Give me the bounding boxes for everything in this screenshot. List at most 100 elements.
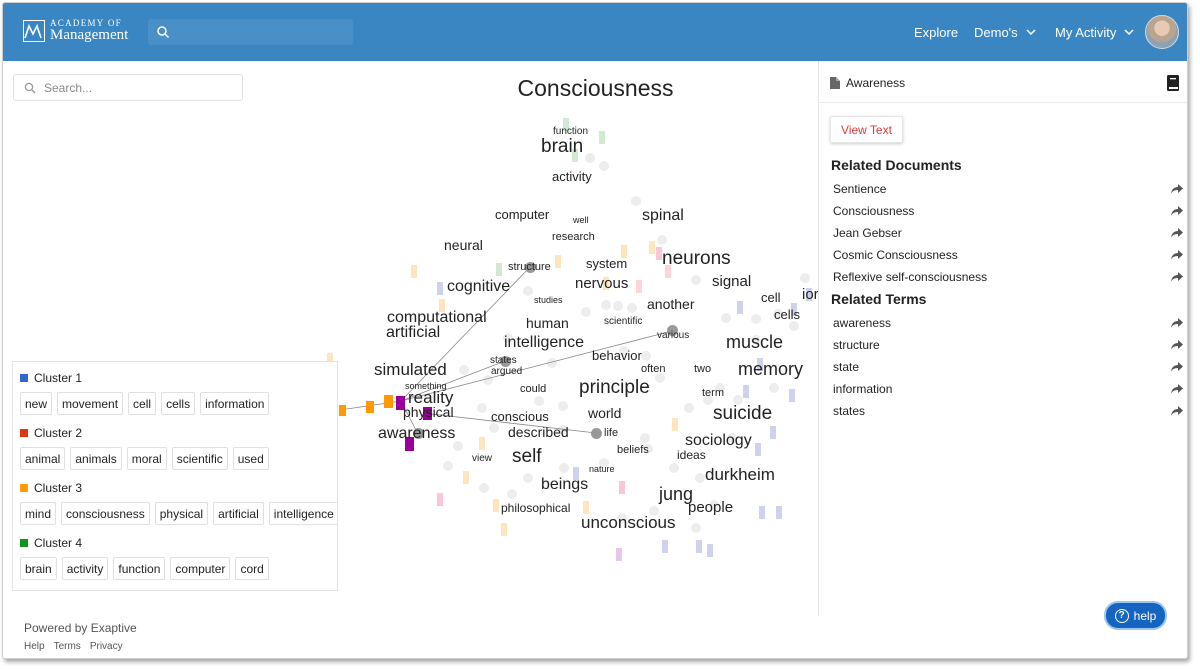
term-word[interactable]: something — [405, 381, 447, 391]
term-word[interactable]: term — [702, 387, 724, 399]
term-word[interactable]: cells — [774, 307, 801, 322]
cluster-purple-marker[interactable] — [405, 437, 414, 451]
term-word[interactable]: simulated — [374, 360, 447, 379]
term-word[interactable]: intelligence — [504, 334, 585, 351]
cluster-term-chip[interactable]: computer — [170, 557, 231, 580]
term-word[interactable]: reality — [408, 388, 454, 407]
term-word[interactable]: neural — [444, 237, 483, 253]
cluster-term-chip[interactable]: new — [20, 392, 53, 415]
related-term-item[interactable]: information — [833, 379, 1183, 399]
term-word[interactable]: computational — [387, 309, 487, 326]
term-word[interactable]: self — [512, 446, 542, 467]
term-word[interactable]: brain — [541, 136, 584, 157]
term-word[interactable]: muscle — [726, 332, 784, 352]
cluster-4-header[interactable]: Cluster 4 — [20, 536, 82, 550]
term-word[interactable]: ideas — [677, 448, 706, 462]
cluster3-marker[interactable] — [366, 401, 374, 413]
cluster-term-chip[interactable]: physical — [154, 502, 209, 525]
term-word[interactable]: cognitive — [447, 278, 511, 295]
term-word[interactable]: behavior — [592, 348, 642, 363]
cluster-term-chip[interactable]: movement — [57, 392, 124, 415]
term-word[interactable]: spinal — [642, 207, 684, 224]
footer-help-link[interactable]: Help — [24, 641, 45, 652]
term-word[interactable]: another — [647, 296, 695, 312]
term-word[interactable]: states — [490, 355, 517, 366]
node-states[interactable] — [500, 356, 511, 367]
term-word[interactable]: human — [526, 315, 569, 331]
term-word[interactable]: view — [472, 453, 493, 464]
cluster-2-header[interactable]: Cluster 2 — [20, 426, 82, 440]
term-word[interactable]: philosophical — [501, 501, 571, 515]
book-icon[interactable] — [1166, 75, 1180, 96]
term-word[interactable]: described — [508, 424, 569, 440]
share-arrow-icon[interactable] — [1171, 250, 1183, 260]
term-word[interactable]: system — [586, 256, 628, 271]
term-word[interactable]: physical — [403, 404, 454, 420]
share-arrow-icon[interactable] — [1171, 184, 1183, 194]
term-word[interactable]: people — [688, 499, 734, 516]
term-word[interactable]: conscious — [491, 409, 549, 424]
node-life[interactable] — [591, 428, 602, 439]
share-arrow-icon[interactable] — [1171, 206, 1183, 216]
term-word[interactable]: nervous — [575, 275, 629, 292]
share-arrow-icon[interactable] — [1171, 406, 1183, 416]
cluster-term-chip[interactable]: intelligence — [268, 502, 337, 525]
term-word[interactable]: two — [694, 363, 712, 375]
related-document-item[interactable]: Cosmic Consciousness — [833, 245, 1183, 265]
cluster-term-chip[interactable]: activity — [61, 557, 109, 580]
related-term-item[interactable]: states — [833, 401, 1183, 421]
cluster-term-chip[interactable]: information — [200, 392, 270, 415]
cluster-term-chip[interactable]: scientific — [171, 447, 228, 470]
term-word[interactable]: scientific — [604, 316, 643, 327]
term-word[interactable]: jung — [659, 484, 694, 504]
cluster-term-chip[interactable]: animals — [70, 447, 122, 470]
term-word[interactable]: studies — [534, 295, 563, 305]
cluster-term-chip[interactable]: function — [113, 557, 166, 580]
cluster-term-chip[interactable]: cord — [235, 557, 269, 580]
node-structure[interactable] — [525, 262, 536, 273]
related-document-item[interactable]: Sentience — [833, 179, 1183, 199]
nav-explore[interactable]: Explore — [914, 3, 958, 61]
term-word[interactable]: awareness — [378, 425, 456, 442]
cluster-purple-marker[interactable] — [423, 407, 432, 420]
footer-terms-link[interactable]: Terms — [53, 641, 81, 652]
share-arrow-icon[interactable] — [1171, 384, 1183, 394]
view-text-button[interactable]: View Text — [830, 116, 903, 143]
term-word[interactable]: signal — [712, 273, 752, 290]
cluster-term-chip[interactable]: moral — [126, 447, 167, 470]
term-word[interactable]: often — [641, 363, 666, 375]
term-word[interactable]: memory — [738, 359, 804, 379]
term-word[interactable]: research — [552, 231, 595, 243]
cluster-term-chip[interactable]: consciousness — [61, 502, 150, 525]
term-word[interactable]: suicide — [713, 403, 773, 424]
term-word[interactable]: principle — [579, 377, 650, 398]
cluster-term-chip[interactable]: animal — [20, 447, 66, 470]
term-word[interactable]: beliefs — [617, 444, 649, 456]
cluster-term-chip[interactable]: cell — [128, 392, 157, 415]
term-word[interactable]: sociology — [685, 432, 752, 449]
node-awareness[interactable] — [413, 428, 424, 439]
term-word[interactable]: structure — [508, 261, 551, 273]
related-term-item[interactable]: structure — [833, 335, 1183, 355]
cluster-term-chip[interactable]: used — [232, 447, 269, 470]
term-word[interactable]: computer — [495, 207, 550, 222]
footer-privacy-link[interactable]: Privacy — [89, 641, 123, 652]
share-arrow-icon[interactable] — [1171, 228, 1183, 238]
term-word[interactable]: argued — [491, 366, 523, 377]
user-avatar[interactable] — [1145, 15, 1179, 49]
nav-my-activity[interactable]: My Activity — [1055, 3, 1134, 61]
cluster-term-chip[interactable]: brain — [20, 557, 57, 580]
node-various[interactable] — [667, 325, 678, 336]
term-word[interactable]: ior — [802, 286, 819, 303]
cluster-term-chip[interactable]: artificial — [213, 502, 264, 525]
term-search-input[interactable]: Search... — [13, 74, 243, 101]
term-word[interactable]: durkheim — [705, 465, 775, 484]
term-word[interactable]: world — [588, 405, 622, 421]
related-document-item[interactable]: Reflexive self-consciousness — [833, 267, 1183, 287]
cluster3-marker[interactable] — [384, 395, 393, 408]
related-document-item[interactable]: Consciousness — [833, 201, 1183, 221]
term-word[interactable]: artificial — [386, 324, 441, 341]
cluster-term-chip[interactable]: mind — [20, 502, 57, 525]
academy-logo[interactable]: ACADEMY OF Management — [23, 19, 128, 43]
related-term-item[interactable]: state — [833, 357, 1183, 377]
